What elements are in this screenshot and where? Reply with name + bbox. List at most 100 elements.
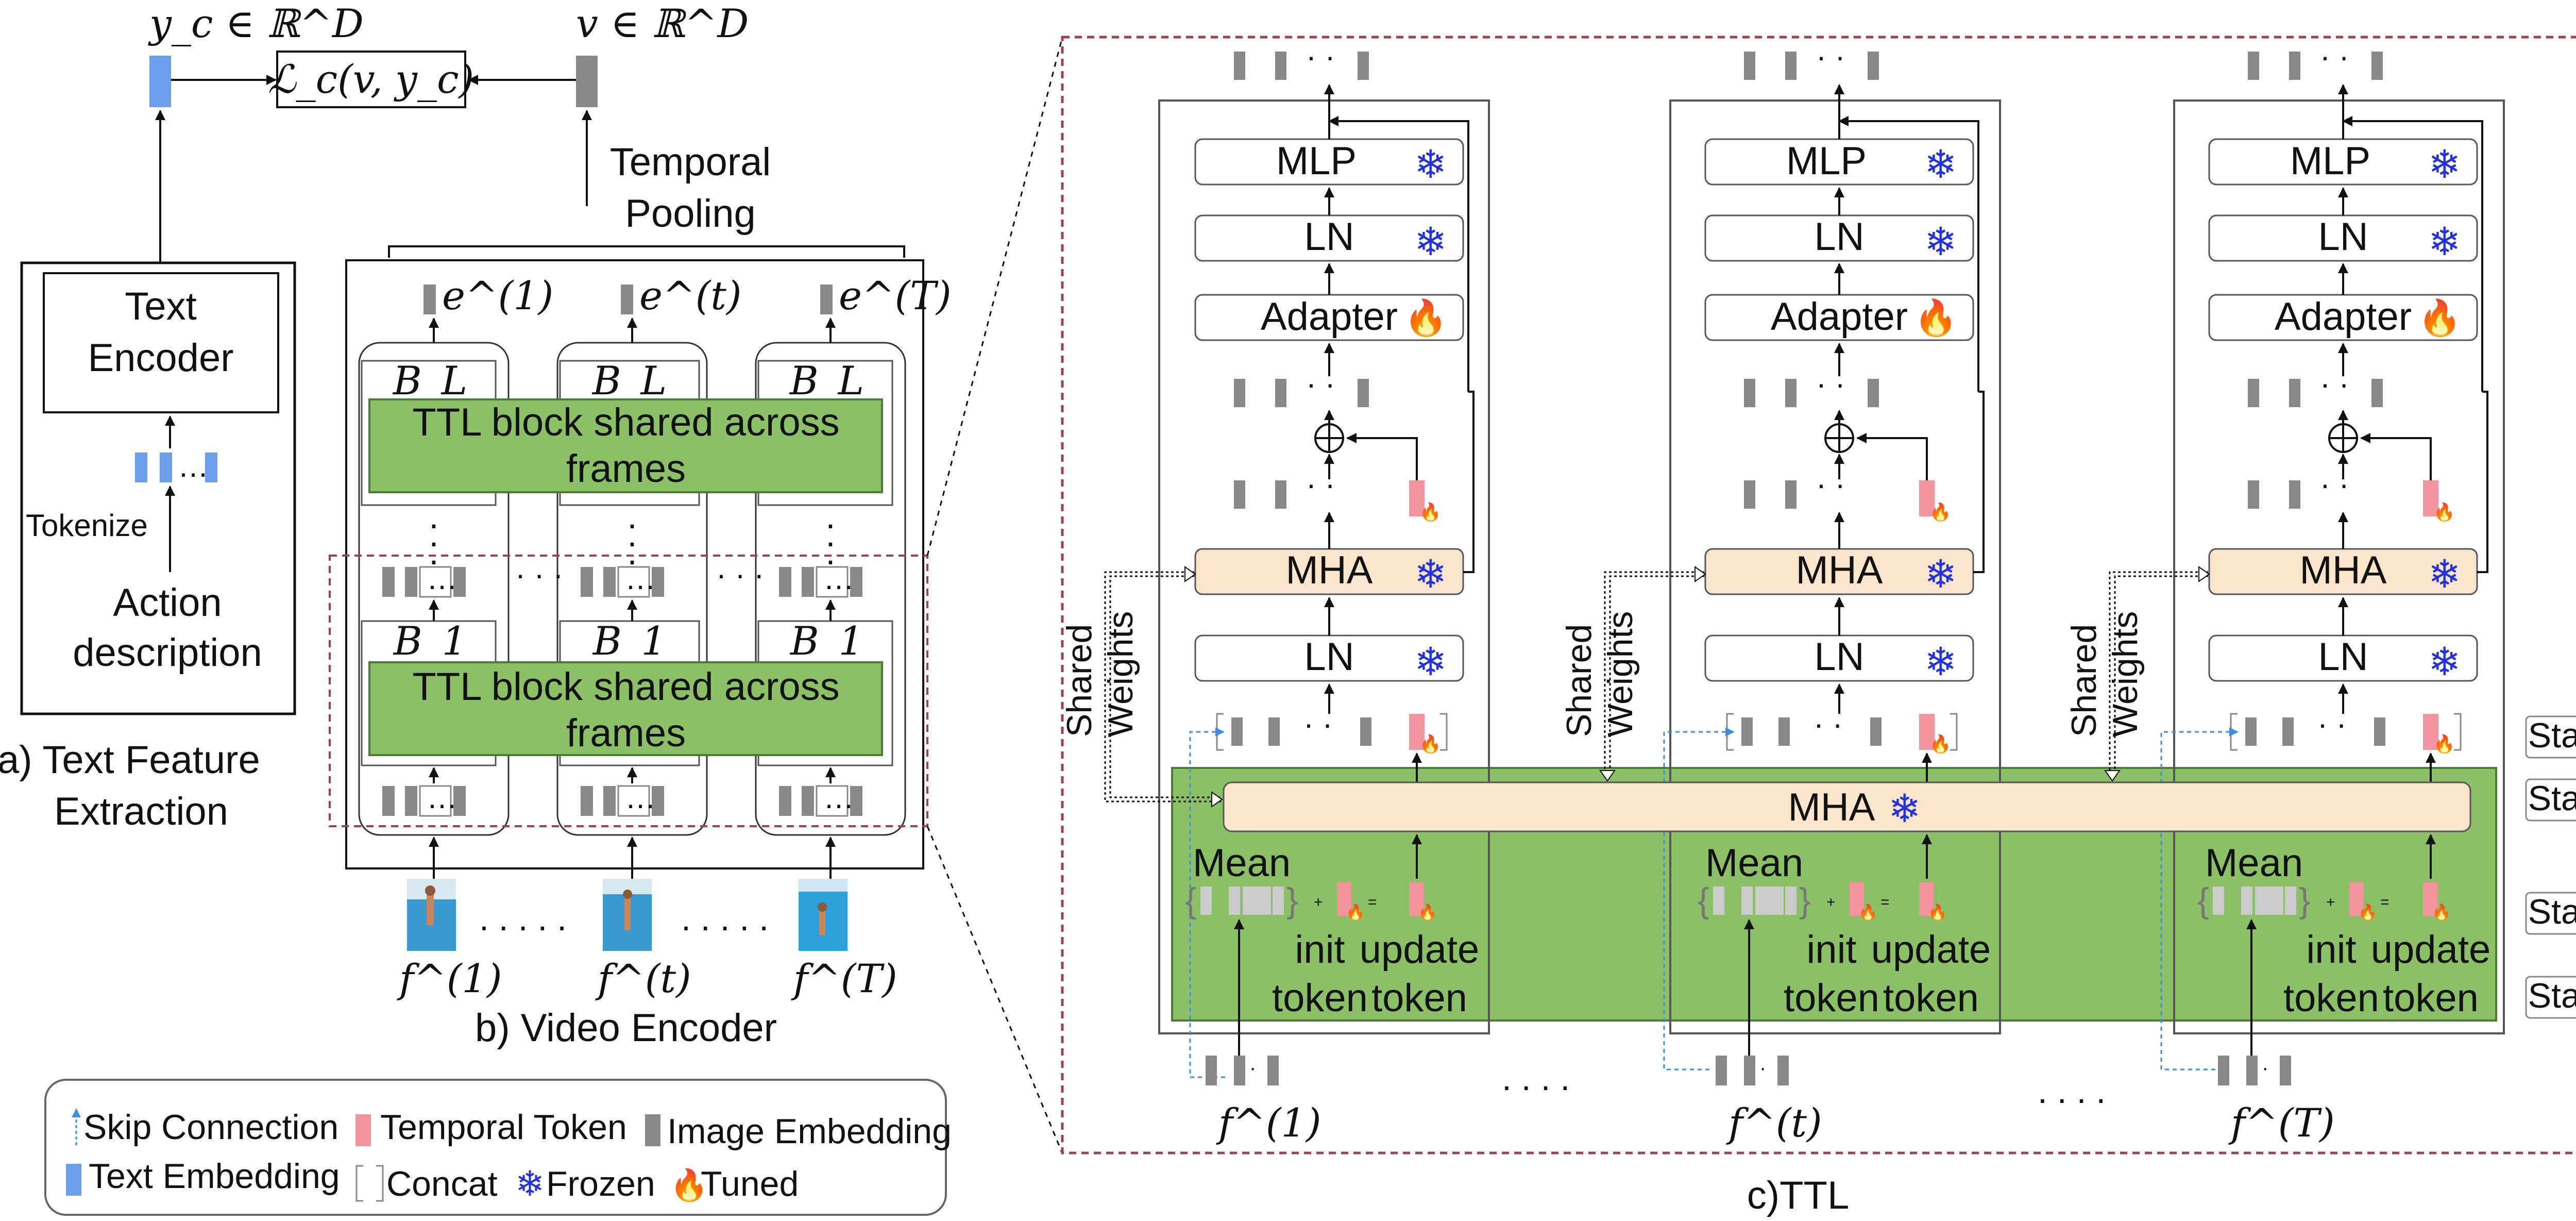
init-token-label-1: init [1806,928,1856,972]
frame-label: f^(t) [595,956,691,1001]
frame-thumbnail [407,879,456,951]
block-b1-label: B_1 [592,618,666,664]
shared-label-2: Weights [2106,611,2145,737]
ttl-column-frame-1 [1158,99,1490,1034]
legend-box [44,1079,947,1216]
svg-text:🔥: 🔥 [1419,502,1441,523]
svg-text:· ·: · · [1816,39,1845,74]
shared-label-2: Weights [1101,611,1140,737]
stage-badge [2525,892,2576,935]
e-label: e^(1) [442,273,553,319]
token-row-bottom: … [581,780,664,817]
svg-text:·: · [1759,1057,1766,1079]
stage-label: Stage 2 [2528,892,2576,931]
zoom-connector-bottom [926,826,1063,1154]
legend-image: Image Embedding [667,1112,952,1151]
token-bar [160,453,172,482]
mlp-label: MLP [1786,139,1867,183]
adapter-label: Adapter [1261,295,1398,339]
init-token-label-1: init [2306,928,2356,972]
dots-between: . . . . [2038,1072,2106,1111]
snowflake-icon: ❄ [1414,551,1447,597]
mean-label: Mean [1193,841,1291,885]
block-bl-label: B_L [392,358,467,404]
snowflake-icon: ❄ [2428,639,2461,684]
legend-frozen: Frozen [546,1164,655,1203]
frame-label: f^(1) [1216,1100,1321,1146]
action-label-2: description [73,631,262,675]
e-label: e^(t) [639,273,742,319]
snowflake-icon: ❄ [2428,551,2461,597]
token-ellipsis: … [178,449,209,483]
init-token-label-1: init [1295,928,1345,972]
adapter-label: Adapter [2275,295,2412,339]
stage-mean-group-2: Mean { } + 🔥 = 🔥 init token update token [1698,834,1991,1056]
svg-text:…: … [625,780,656,815]
ttl-shared-label-2: frames [566,447,686,491]
legend-skip: Skip Connection [83,1108,338,1147]
snowflake-icon: ❄ [2428,141,2461,187]
ttl-input-tokens-1: · f^(1) [1206,1056,1321,1146]
vertical-dots: · [428,523,440,562]
yc-math-label: y_c ∈ ℝ^D [148,1,364,46]
svg-text:🔥: 🔥 [1858,903,1877,922]
svg-text:· ·: · · [1306,39,1335,74]
snowflake-icon: ❄ [1924,141,1957,187]
mlp-label: MLP [1276,139,1357,183]
token-bar [205,453,217,482]
frame-label: f^(1) [397,956,502,1001]
legend-temporal: Temporal Token [380,1108,627,1147]
v-math-label: v ∈ ℝ^D [576,1,749,46]
update-token-label-2: token [1883,976,1979,1020]
ttl-shared-bar-top [368,398,883,493]
block-b1-label: B_1 [393,618,467,664]
frame-dots: . . . . . [479,899,567,938]
update-token-label-2: token [1371,976,1467,1020]
snowflake-icon: ❄ [1414,639,1447,684]
ttl-panel: · · MLP ❄ LN ❄ Adapter 🔥 · · [1060,36,2576,1217]
frame-label: f^(t) [1726,1100,1822,1146]
stage-badge [2525,715,2576,759]
shared-label-1: Shared [1560,624,1599,737]
concat-icon [355,1165,363,1202]
svg-text:· ·: · · [1303,707,1333,741]
svg-text:…: … [427,780,457,815]
stage-mean-group-1: Mean { } + 🔥 = 🔥 init token update token [1185,834,1479,1062]
loss-box [276,51,466,108]
shared-weights-1: Shared Weights [1060,566,1223,808]
snowflake-icon: ❄ [1924,551,1957,597]
init-token-label-2: token [2283,976,2379,1020]
adapter-label: Adapter [1771,295,1908,339]
svg-text:🔥: 🔥 [2433,502,2455,523]
init-token-label-2: token [1272,976,1368,1020]
snowflake-icon: ❄ [515,1164,545,1205]
svg-text:· ·: · · [1816,467,1845,501]
ln-label: LN [2318,215,2368,259]
ttl-column-1: · · MLP ❄ LN ❄ Adapter 🔥 · · [1189,39,1475,1078]
fire-icon: 🔥 [670,1167,708,1203]
e-label: e^(T) [839,273,952,319]
mean-label: Mean [2205,841,2303,885]
ln-label: LN [1304,215,1354,259]
ttl-caption: c)TTL [1747,1174,1849,1217]
token-row-bottom: … [382,780,466,817]
update-token-label-1: update [1871,928,1991,972]
svg-text:· ·: · · [2320,366,2349,401]
pooling-bracket [388,245,905,258]
svg-text:…: … [823,561,854,596]
vertical-dots: · [626,505,638,544]
video-encoder-panel: v ∈ ℝ^D Temporal Pooling e^(1) B_L B_1 ·… [329,1,952,1050]
update-token-label-1: update [1360,928,1479,972]
stage-mean-group-3: Mean { } + 🔥 = 🔥 init token update token [2197,834,2490,1056]
mean-label: Mean [1705,841,1803,885]
token-bar [135,453,147,482]
ln-label: LN [1304,635,1354,679]
text-encoder-box [43,272,279,413]
svg-text:· ·: · · [2320,39,2349,74]
loss-label: ℒ_c(v, y_c) [268,56,474,102]
legend: Skip Connection Temporal Token Image Emb… [44,1079,952,1216]
block-bl-label: B_L [591,358,667,404]
block-bl-label: B_L [789,358,864,404]
ln-label: LN [2318,635,2368,679]
